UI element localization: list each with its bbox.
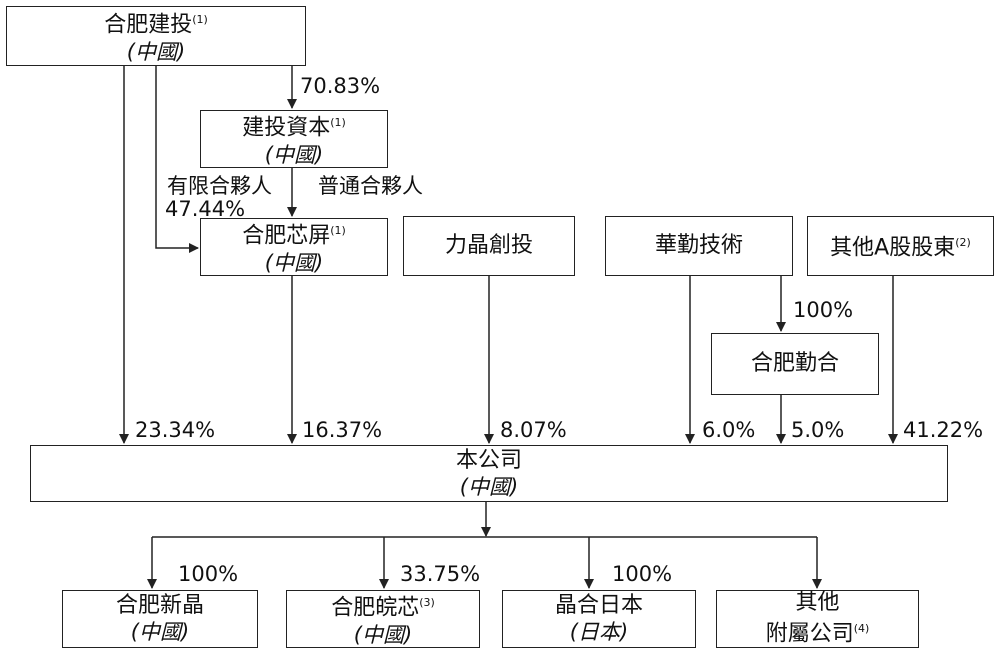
hefei-wanxin-name: 合肥皖芯: [331, 595, 420, 621]
hefei-wanxin-country: (中國): [353, 622, 413, 647]
lijing-chuangtou-name: 力晶創投: [444, 233, 533, 258]
box-hefei-wanxin: 合肥皖芯(3) (中國): [286, 590, 480, 648]
box-jiantou-capital: 建投資本(1) (中國): [200, 110, 388, 168]
label-company-to-xinjing: 100%: [178, 562, 239, 586]
label-huaqin-to-company: 6.0%: [702, 418, 756, 442]
other-a-shareholders-name: 其他A股股東: [830, 235, 956, 261]
box-hefei-jiantou: 合肥建投(1) (中國): [6, 6, 306, 66]
label-other-a-to-company: 41.22%: [903, 418, 984, 442]
hefei-jiantou-note: (1): [192, 13, 208, 27]
hefei-xinping-country: (中國): [264, 250, 324, 275]
box-other-subsidiaries: 其他 附屬公司(4): [716, 590, 919, 648]
label-lijing-to-company: 8.07%: [500, 418, 567, 442]
label-company-to-japan: 100%: [612, 562, 673, 586]
label-jiantou-to-capital: 70.83%: [300, 74, 381, 98]
box-lijing-chuangtou: 力晶創投: [403, 216, 575, 276]
company-name: 本公司: [455, 447, 522, 473]
jiantou-capital-name: 建投資本: [242, 115, 331, 141]
label-limited-partner-pct: 47.44%: [165, 197, 246, 221]
other-subsidiaries-line2: 附屬公司: [765, 621, 854, 647]
label-company-to-wanxin: 33.75%: [400, 562, 481, 586]
box-hefei-xinping: 合肥芯屏(1) (中國): [200, 218, 388, 276]
jiantou-capital-country: (中國): [264, 142, 324, 167]
box-jinghe-japan: 晶合日本 (日本): [502, 590, 696, 648]
hefei-qinhe-name: 合肥勤合: [750, 351, 839, 376]
label-qinhe-to-company: 5.0%: [791, 418, 845, 442]
hefei-jiantou-country: (中國): [126, 39, 186, 64]
other-subsidiaries-line1: 其他: [795, 590, 840, 616]
label-limited-partner: 有限合夥人: [167, 174, 272, 198]
edge-jiantou-xinping: [155, 66, 199, 253]
label-jiantou-to-company: 23.34%: [135, 418, 216, 442]
label-xinping-to-company: 16.37%: [302, 418, 383, 442]
huaqin-tech-name: 華勤技術: [654, 233, 743, 258]
hefei-wanxin-note: (3): [419, 596, 435, 610]
box-company: 本公司 (中國): [30, 445, 948, 502]
label-huaqin-to-qinhe: 100%: [793, 298, 854, 322]
hefei-xinjing-name: 合肥新晶: [115, 593, 204, 618]
hefei-xinping-name: 合肥芯屏: [242, 223, 331, 249]
box-other-a-shareholders: 其他A股股東(2): [807, 216, 994, 276]
box-hefei-xinjing: 合肥新晶 (中國): [62, 590, 258, 648]
jiantou-capital-note: (1): [330, 116, 346, 130]
label-general-partner: 普通合夥人: [318, 174, 423, 198]
hefei-xinping-note: (1): [330, 224, 346, 238]
box-hefei-qinhe: 合肥勤合: [711, 333, 879, 395]
box-huaqin-tech: 華勤技術: [605, 216, 793, 276]
jinghe-japan-country: (日本): [569, 620, 629, 644]
other-subsidiaries-note: (4): [853, 622, 870, 636]
jinghe-japan-name: 晶合日本: [554, 593, 643, 618]
other-a-shareholders-note: (2): [955, 236, 971, 250]
hefei-xinjing-country: (中國): [130, 620, 190, 644]
hefei-jiantou-name: 合肥建投: [104, 12, 193, 38]
company-country: (中國): [459, 474, 519, 499]
